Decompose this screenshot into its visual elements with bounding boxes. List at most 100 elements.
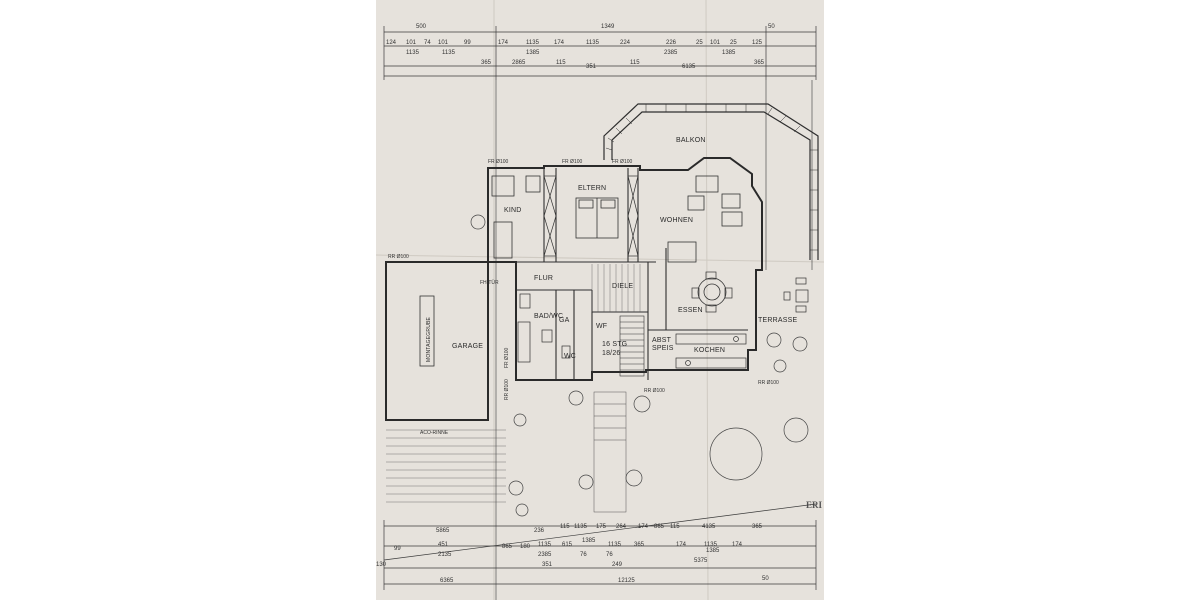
top-dims-row2: 124 101 74 101 99 174 1135 174 1135 224 … [386, 40, 763, 46]
dim-bot-r1-9: 4135 [702, 524, 716, 530]
room-label-kochen: KOCHEN [694, 347, 725, 354]
dim-bot-r3-2: 5375 [694, 558, 708, 564]
dim-bot-r2b-2: 76 [580, 552, 587, 558]
note-rr-garage: RR Ø100 [388, 254, 409, 260]
dim-top-r3-1: 2865 [512, 60, 526, 66]
dim-top-r2b-1: 1135 [442, 50, 456, 56]
dim-bot-r2-10: 1135 [704, 542, 718, 548]
dim-top-r2-8: 1135 [586, 40, 600, 46]
staircase [619, 315, 645, 377]
note-aco-rinne: ACO-RINNE [420, 430, 449, 436]
dim-top-1: 500 [416, 24, 427, 30]
dim-top-r2-2: 74 [424, 40, 431, 46]
dim-bot-r1-5: 264 [616, 524, 627, 530]
dim-top-r2b-0: 1135 [406, 50, 420, 56]
dim-top-r3-2: 115 [556, 60, 566, 66]
sheet-stamp: ERI [806, 500, 823, 510]
dim-top-r2-5: 174 [498, 40, 509, 46]
dim-top-3: 50 [768, 24, 775, 30]
driveway-hatch [386, 429, 506, 503]
dim-bot-r2-8: 365 [634, 542, 645, 548]
dim-top-r2b-2: 1385 [526, 50, 540, 56]
garage-pit [419, 295, 435, 367]
dim-bot-r1-4: 175 [596, 524, 607, 530]
room-label-bad-wc: BAD/WC [534, 313, 563, 320]
dim-top-r3-3: 351 [586, 64, 597, 70]
room-label-speis: SPEIS [652, 345, 674, 352]
dim-top-r3-5: 6135 [682, 64, 696, 70]
dim-bot-r2b-3: 76 [606, 552, 613, 558]
dim-top-r2-9: 224 [620, 40, 631, 46]
dim-top-r2-13: 25 [730, 40, 737, 46]
dim-top-r2-0: 124 [386, 40, 397, 46]
note-fh-tuer: FH-TÜR [480, 279, 499, 286]
walkway [593, 391, 627, 513]
reference-lines [495, 80, 813, 600]
dim-top-r2-7: 174 [554, 40, 565, 46]
dim-bot-r2b-1: 2385 [538, 552, 552, 558]
dim-bot-r1-1: 236 [534, 528, 545, 534]
room-label-wohnen: WOHNEN [660, 217, 693, 224]
room-label-flur: FLUR [534, 275, 553, 282]
note-rr-side: RR Ø100 [504, 379, 510, 400]
dim-bot-r1-7: 865 [654, 524, 665, 530]
top-dimension-lines [383, 26, 817, 80]
dim-bot-r4-0: 130 [376, 562, 387, 568]
room-label-ga: GA [559, 317, 570, 324]
garage-pit-label: MONTAGEGRUBE [426, 316, 432, 362]
terrace-furniture [783, 277, 809, 313]
room-label-garage: GARAGE [452, 343, 483, 350]
top-dims-row1: 500 1349 50 [416, 24, 775, 30]
bottom-dims-row2b: 2135 2385 76 76 1385 [438, 548, 720, 558]
dim-bot-r2-5: 615 [562, 542, 573, 548]
shrubs [470, 214, 809, 517]
dim-bot-r4-1: 6365 [440, 578, 454, 584]
dim-top-r2b-4: 1385 [722, 50, 736, 56]
dim-top-r2-10: 226 [666, 40, 677, 46]
dim-bot-r1-8: 115 [670, 524, 680, 530]
bathroom-fixtures [517, 293, 571, 363]
room-label-essen: ESSEN [678, 307, 703, 314]
dim-top-r3-4: 115 [630, 60, 640, 66]
note-fr-left: FR Ø100 [488, 159, 509, 165]
bottom-dimension-lines [383, 503, 817, 590]
dim-top-r2-3: 101 [438, 40, 449, 46]
dim-top-r2b-3: 2385 [664, 50, 678, 56]
diele-floor-hatch [591, 264, 641, 312]
dim-top-2: 1349 [601, 24, 615, 30]
dim-bot-r1-2: 115 [560, 524, 570, 530]
room-label-kind: KIND [504, 207, 522, 214]
room-label-diele: DIELE [612, 283, 633, 290]
dim-top-r2-4: 99 [464, 40, 471, 46]
dim-bot-r1-10: 365 [752, 524, 763, 530]
dim-bot-r2-11: 174 [732, 542, 743, 548]
dim-bot-r1-6: 174 [638, 524, 649, 530]
kitchen-counters [675, 333, 747, 369]
bottom-dims-row4: 130 6365 12125 50 [376, 562, 769, 584]
room-label-terrasse: TERRASSE [758, 317, 797, 324]
stairs-ratio-label: 18/26 [602, 350, 621, 357]
note-fr-side: FR Ø100 [504, 347, 510, 368]
dim-bot-r2-3: 180 [520, 544, 531, 550]
dim-top-r3-0: 365 [481, 60, 492, 66]
dim-bot-r4-2: 12125 [618, 578, 635, 584]
dining-chairs [691, 271, 733, 313]
room-label-eltern: ELTERN [578, 185, 606, 192]
room-label-balkon: BALKON [676, 137, 706, 144]
dim-bot-r2-2: 865 [502, 544, 513, 550]
kind-furniture [491, 175, 541, 259]
dim-bot-r1-3: 1135 [574, 524, 588, 530]
top-dims-row2b: 1135 1135 1385 2385 1385 [406, 50, 736, 56]
dim-bot-r3-0: 351 [542, 562, 553, 568]
floor-plan: 500 1349 50 124 101 74 101 99 174 1135 1… [376, 0, 824, 600]
paper-creases [376, 0, 824, 600]
dim-bot-r3-1: 249 [612, 562, 623, 568]
house-walls [385, 157, 763, 421]
dim-top-r2-11: 25 [696, 40, 703, 46]
note-fr-mid: FR Ø100 [562, 159, 583, 165]
top-dims-row3: 365 2865 115 351 115 6135 365 [481, 60, 765, 70]
note-fr-right: FR Ø100 [612, 159, 633, 165]
room-label-wf: WF [596, 323, 607, 330]
dim-bot-r2-6: 1385 [582, 538, 596, 544]
dim-top-r2-12: 101 [710, 40, 721, 46]
